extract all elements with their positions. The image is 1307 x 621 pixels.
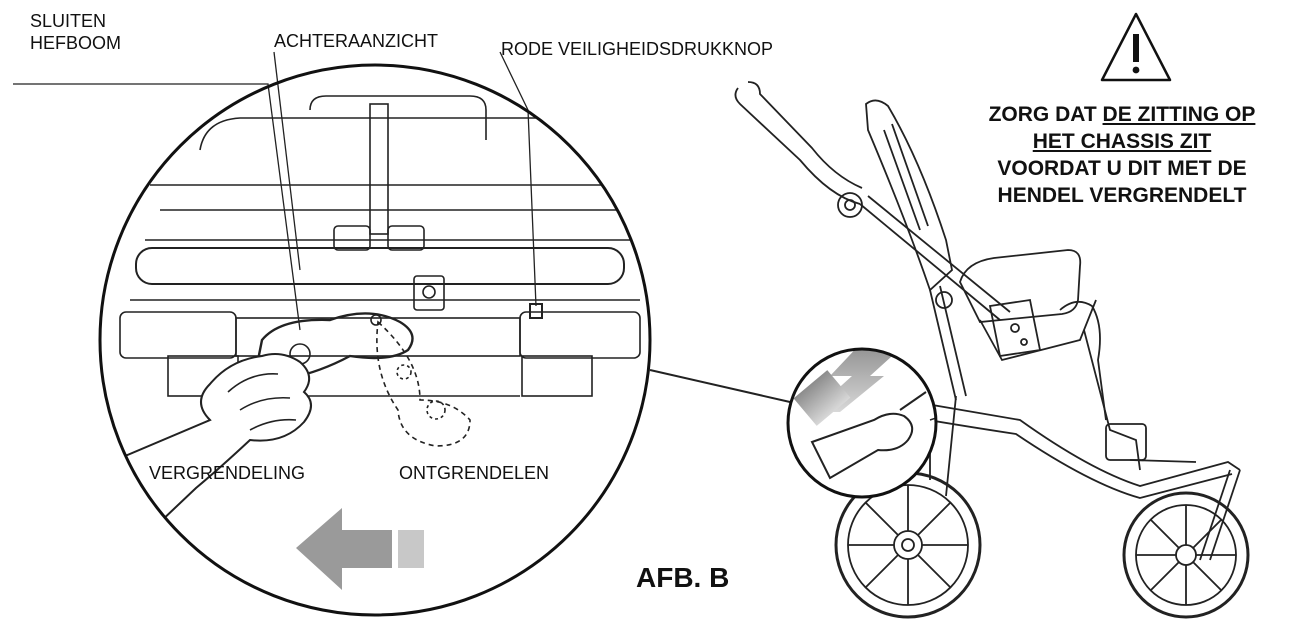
warning-text: ZORG DAT DE ZITTING OP HET CHASSIS ZIT V…: [952, 101, 1292, 209]
label-close-lever-line1: SLUITEN: [30, 11, 107, 31]
label-close-lever-line2: HEFBOOM: [30, 33, 122, 53]
label-red-safety-button: RODE VEILIGHEIDSDRUKKNOP: [501, 39, 774, 59]
chassis-tube: [135, 247, 625, 285]
warning-underlined-1: DE ZITTING OP: [1102, 103, 1256, 126]
warning-triangle-icon: [1100, 12, 1172, 82]
warning-line3: VOORDAT U DIT MET DE: [997, 157, 1247, 180]
push-handle: [734, 87, 861, 205]
stroller-drawing: [734, 81, 1250, 619]
warning-line4: HENDEL VERGRENDELT: [997, 184, 1247, 207]
label-close-lever: SLUITEN HEFBOOM: [30, 10, 121, 54]
detail-magnifier: [786, 347, 938, 499]
warning-line2: HET CHASSIS ZIT: [952, 128, 1292, 155]
leader-to-detail: [649, 369, 791, 403]
lock-arrow-tail: [398, 530, 424, 568]
small-hand: [810, 412, 914, 480]
seat: [959, 249, 1082, 323]
seat-back-outline: [309, 95, 487, 140]
leader-close-lever: [13, 83, 301, 331]
lock-arrow-icon: [296, 508, 392, 590]
figure-label: AFB. B: [636, 562, 730, 593]
unlock-lever-ghost: [376, 320, 471, 447]
warning-line1: ZORG DAT DE ZITTING OP: [988, 103, 1256, 126]
leader-lines: [13, 51, 791, 403]
backrest: [865, 99, 953, 292]
label-rear-view: ACHTERAANZICHT: [274, 31, 439, 51]
detail-view-circle: [98, 63, 652, 617]
label-locking: VERGRENDELING: [149, 463, 306, 483]
label-unlocking: ONTGRENDELEN: [399, 463, 550, 483]
red-safety-button: [529, 303, 543, 319]
leader-rear-view: [273, 51, 301, 271]
leader-red-button: [499, 51, 537, 307]
front-wheel: [1122, 491, 1250, 619]
warning-underlined-2: HET CHASSIS ZIT: [1032, 130, 1212, 153]
